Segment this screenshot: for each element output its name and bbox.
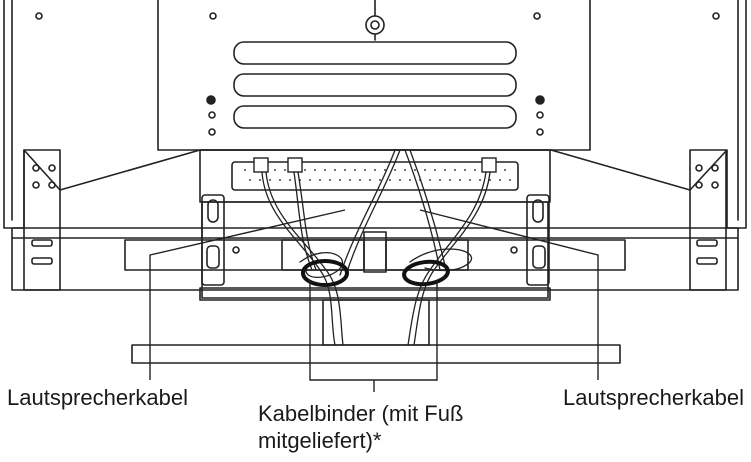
leader-lines xyxy=(149,209,599,392)
label-cable-tie: Kabelbinder (mit Fuß mitgeliefert)* xyxy=(258,401,464,453)
label-speaker-cable-right: Lautsprecherkabel xyxy=(562,385,744,410)
cable-ties xyxy=(301,259,450,287)
leader-right xyxy=(419,209,599,380)
terminal-grill xyxy=(244,169,511,181)
label-speaker-cable-left: Lautsprecherkabel xyxy=(7,385,189,410)
vent-slot-3 xyxy=(233,105,517,129)
stand-crossbar xyxy=(11,227,739,291)
leader-center xyxy=(309,280,438,392)
stand-column xyxy=(201,201,549,299)
cable-tie-left xyxy=(301,259,349,287)
leader-left xyxy=(149,209,346,380)
vent-slot-1 xyxy=(233,41,517,65)
mount-screw-top xyxy=(365,15,385,35)
speaker-connectors xyxy=(253,157,497,173)
display-inner-frame xyxy=(11,0,739,221)
stand-center-box xyxy=(124,239,626,271)
cable-tie-right xyxy=(402,259,450,287)
stand-base-plate xyxy=(131,344,621,364)
terminal-strip xyxy=(231,161,519,191)
cables xyxy=(261,149,491,346)
vent-slot-2 xyxy=(233,73,517,97)
